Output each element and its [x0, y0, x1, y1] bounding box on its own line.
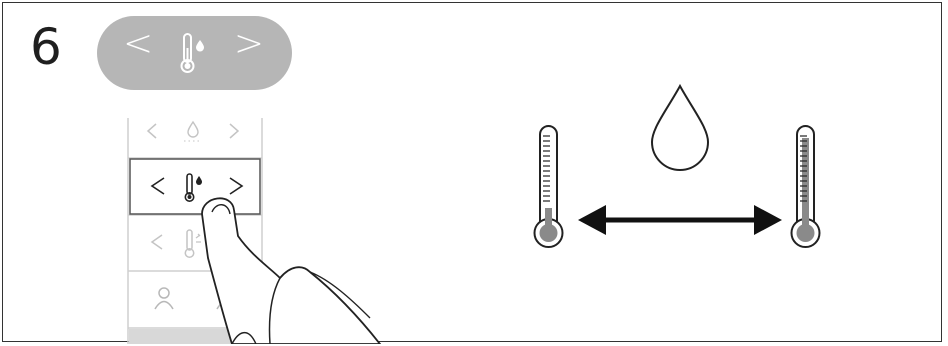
previous-button[interactable]: < [123, 26, 153, 62]
water-drop-icon [652, 86, 708, 170]
thermometer-low-icon [535, 126, 563, 247]
double-arrow-icon [578, 205, 782, 235]
control-panel: 2 [120, 118, 410, 344]
step-number: 6 [30, 22, 62, 72]
thermometer-high-icon [792, 126, 820, 247]
pointing-finger [202, 198, 380, 344]
next-button[interactable]: > [234, 26, 264, 62]
temperature-humidity-control[interactable]: < > [97, 16, 292, 90]
thermometer-drop-icon [179, 32, 209, 76]
panel-row-thermometer-fan[interactable] [152, 230, 201, 257]
humidity-temperature-illustration [520, 80, 840, 256]
panel-row-drop[interactable] [148, 122, 238, 141]
